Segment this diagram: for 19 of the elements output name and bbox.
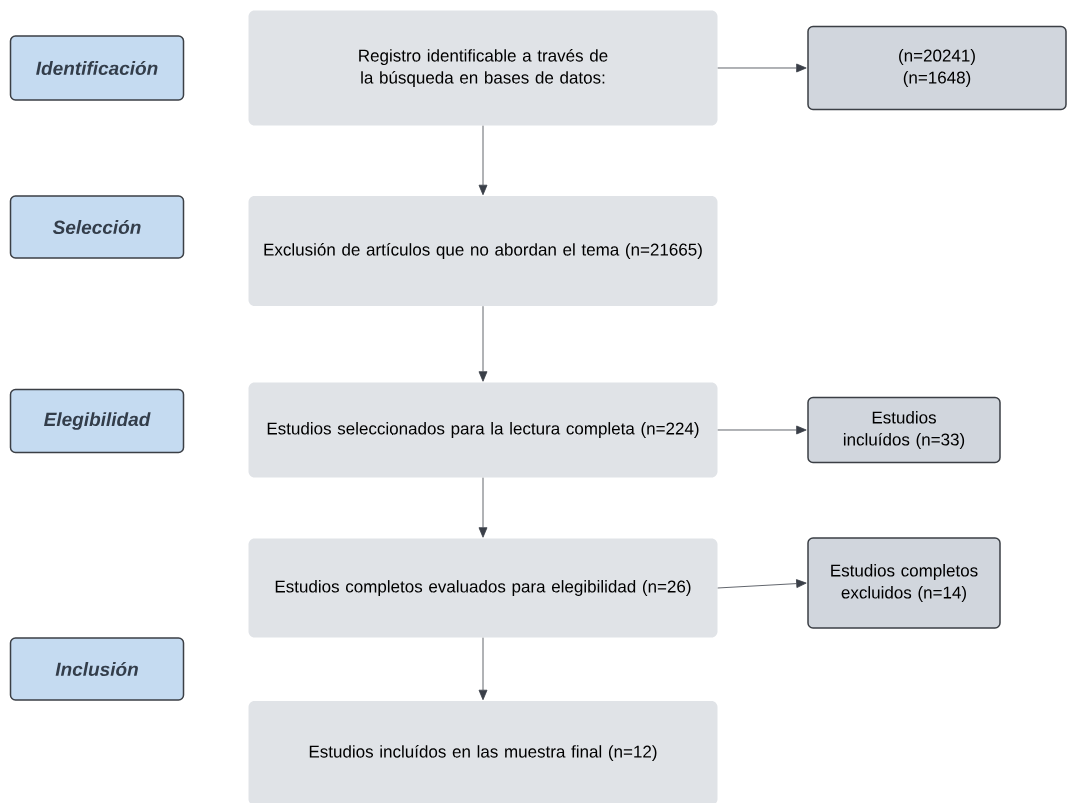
- process-box: Exclusión de artículos que no abordan el tema (n=21665): [248, 196, 718, 306]
- stage-label-box: Inclusión: [9, 637, 185, 701]
- arrow: [717, 579, 807, 589]
- stage-label-box: Selección: [9, 195, 185, 259]
- arrow: [478, 477, 488, 538]
- stage-label-box: Identificación: [9, 35, 185, 101]
- process-box: Estudios seleccionados para la lectura completa (n=224): [248, 382, 718, 478]
- arrow: [717, 425, 807, 435]
- process-box: Estudios incluídos en las muestra final (n=12): [248, 701, 718, 803]
- process-box: Estudios completos evaluados para elegibilidad (n=26): [248, 538, 718, 638]
- arrow: [717, 63, 807, 73]
- result-box: Estudios completos excluidos (n=14): [807, 537, 1001, 629]
- result-box: Estudios incluídos (n=33): [807, 396, 1001, 464]
- process-box: Registro identificable a través de la búsqueda en bases de datos:: [248, 10, 718, 126]
- arrow: [478, 125, 488, 196]
- stage-label-box: Elegibilidad: [9, 388, 185, 454]
- arrow: [478, 305, 488, 382]
- result-box: (n=20241) (n=1648): [807, 25, 1067, 111]
- arrow: [478, 637, 488, 701]
